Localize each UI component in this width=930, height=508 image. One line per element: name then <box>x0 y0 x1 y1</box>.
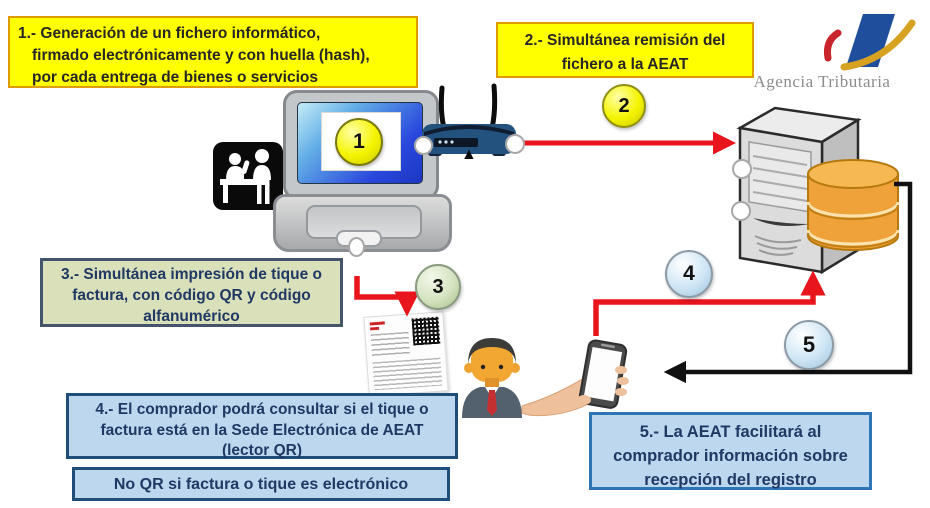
no-qr-note-box: No QR si factura o tique es electrónico <box>72 467 450 501</box>
step4-line3: (lector QR) <box>221 442 303 460</box>
step5-line1: 5.- La AEAT facilitará al <box>639 423 822 441</box>
step3-line1: 3.- Simultánea impresión de tique o <box>61 266 322 283</box>
server-icon <box>736 106 862 275</box>
step5-badge: 5 <box>784 320 834 370</box>
arrow-server-to-phone <box>663 181 913 384</box>
buyer-avatar <box>462 338 522 418</box>
step3-line2: factura, con código QR y código <box>72 287 311 305</box>
cashier-icon <box>213 142 283 210</box>
connector-dot-router-left <box>414 136 433 155</box>
step4-badge: 4 <box>665 250 713 298</box>
step3-badge: 3 <box>415 264 461 310</box>
step1-box: 1.- Generación de un fichero informático… <box>8 16 418 88</box>
connector-dot-server-top <box>732 159 752 179</box>
step1-line1: 1.- Generación de un fichero informático… <box>18 25 321 42</box>
step2-badge: 2 <box>602 84 646 128</box>
step2-line2: fichero a la AEAT <box>561 56 689 74</box>
connector-dot-router-right <box>505 134 525 154</box>
arrow-phone-to-server <box>593 270 826 336</box>
step5-line3: recepción del registro <box>644 471 817 490</box>
step3-box: 3.- Simultánea impresión de tique o fact… <box>40 258 343 327</box>
step4-line1: 4.- El comprador podrá consultar si el t… <box>95 401 429 418</box>
step4-line2: factura está en la Sede Electrónica de A… <box>100 421 424 439</box>
step3-line3: alfanumérico <box>143 308 240 326</box>
step5-line2: comprador información sobre <box>613 447 848 466</box>
connector-dot-laptop <box>348 237 365 257</box>
step2-line1: 2.- Simultánea remisión del <box>524 32 726 49</box>
step4-box: 4.- El comprador podrá consultar si el t… <box>66 393 458 459</box>
database-icon <box>806 159 900 251</box>
step2-box: 2.- Simultánea remisión del fichero a la… <box>496 22 754 78</box>
step1-badge: 1 <box>335 118 383 166</box>
arrow-laptop-to-receipt <box>354 276 420 317</box>
hand-with-phone-icon <box>521 339 629 417</box>
connector-dot-server-bottom <box>731 201 751 221</box>
router-signal-arrow-icon: ▲ <box>461 146 477 163</box>
step1-line2: firmado electrónicamente y con huella (h… <box>32 47 370 64</box>
step5-box: 5.- La AEAT facilitará al comprador info… <box>589 412 872 490</box>
step1-line3: por cada entrega de bienes o servicios <box>32 69 319 86</box>
aeat-logo <box>824 14 916 71</box>
agencia-tributaria-caption: Agencia Tributaria <box>753 72 891 91</box>
